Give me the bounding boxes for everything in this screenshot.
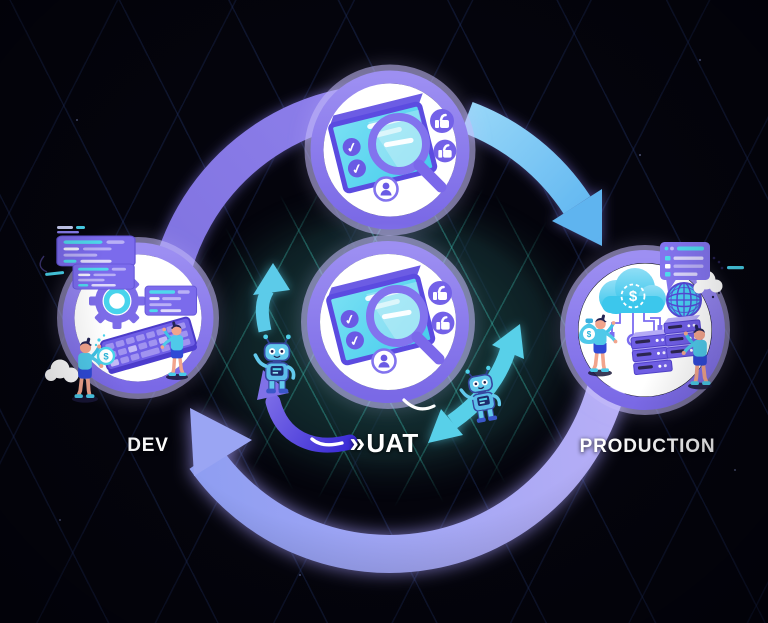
vignette-overlay [0, 0, 768, 623]
dev-uat-production-cycle-diagram: ✓ ✓ [0, 0, 768, 623]
